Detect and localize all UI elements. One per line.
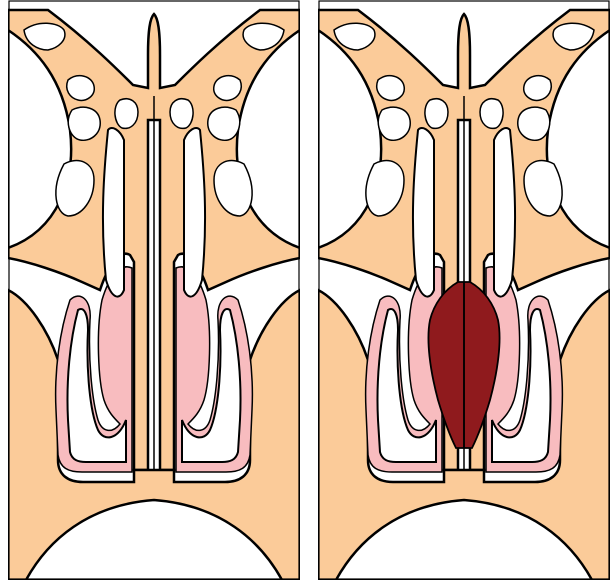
left-meatus (413, 128, 434, 297)
ethmoid-cell-left-3 (378, 107, 410, 140)
ethmoid-cell-left-3 (68, 107, 100, 140)
ethmoid-cell-right-2 (214, 76, 242, 101)
ethmoid-cell-right-2 (524, 76, 552, 101)
ethmoid-cell-left-2 (67, 76, 95, 101)
panel-normal (8, 0, 300, 580)
nasal-anatomy-diagram-normal (8, 0, 300, 580)
panel-septal-hematoma (318, 0, 610, 580)
right-meatus (494, 128, 515, 297)
ethmoid-cell-right-3 (518, 107, 550, 140)
ethmoid-cell-left-5 (115, 99, 138, 129)
ethmoid-cell-left-2 (377, 76, 405, 101)
ethmoid-cell-right-5 (480, 99, 503, 129)
left-meatus (103, 128, 124, 297)
right-meatus (184, 128, 205, 297)
ethmoid-cell-left-5 (425, 99, 448, 129)
ethmoid-cell-right-5 (170, 99, 193, 129)
nasal-anatomy-diagram-hematoma (318, 0, 610, 580)
ethmoid-cell-right-3 (208, 107, 240, 140)
